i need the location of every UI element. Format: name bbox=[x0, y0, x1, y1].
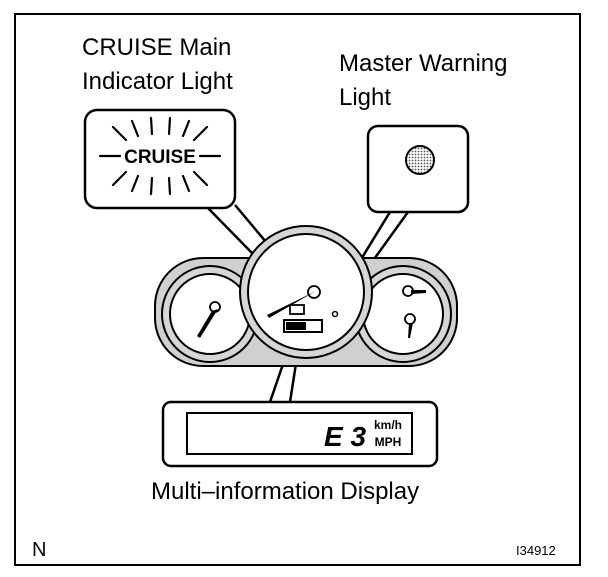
multi-info-display-label: Multi–information Display bbox=[151, 478, 420, 505]
display-unit-top: km/h bbox=[374, 418, 402, 432]
cruise-light-rays bbox=[98, 116, 222, 196]
cruise-main-label-line2: Indicator Light bbox=[82, 68, 233, 95]
display-callout-screen bbox=[186, 412, 413, 455]
display-unit-bottom: MPH bbox=[375, 435, 402, 449]
corner-letter: N bbox=[32, 539, 47, 561]
master-warning-label-line1: Master Warning bbox=[339, 50, 508, 77]
cruise-main-label-line1: CRUISE Main bbox=[82, 34, 232, 61]
cluster-cruise-indicator bbox=[289, 304, 305, 315]
figure-id: I34912 bbox=[516, 543, 556, 558]
cluster-master-warning bbox=[331, 310, 339, 318]
master-warning-label-line2: Light bbox=[339, 84, 392, 111]
cruise-lamp-text: CRUISE bbox=[124, 147, 196, 168]
instrument-cluster bbox=[154, 225, 458, 367]
master-warning-lamp bbox=[405, 145, 435, 175]
display-code-text: E 3 bbox=[324, 421, 366, 452]
cruise-callout-box bbox=[83, 108, 237, 210]
